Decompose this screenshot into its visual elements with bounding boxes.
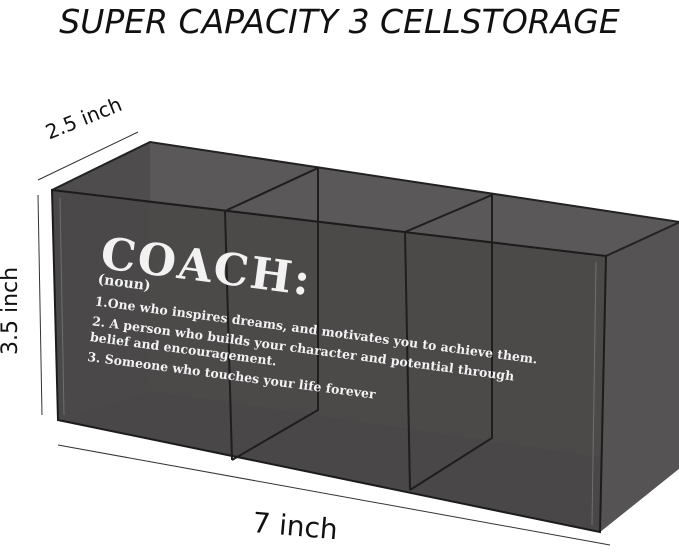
box-top-rim xyxy=(51,140,679,257)
dimension-lines xyxy=(37,131,611,546)
height-label: 3.5 inch xyxy=(0,266,23,355)
headline: SUPER CAPACITY 3 CELLSTORAGE xyxy=(59,2,620,41)
box-right-side xyxy=(600,222,679,532)
box-front-face xyxy=(50,188,608,534)
cell-dividers xyxy=(224,166,493,491)
